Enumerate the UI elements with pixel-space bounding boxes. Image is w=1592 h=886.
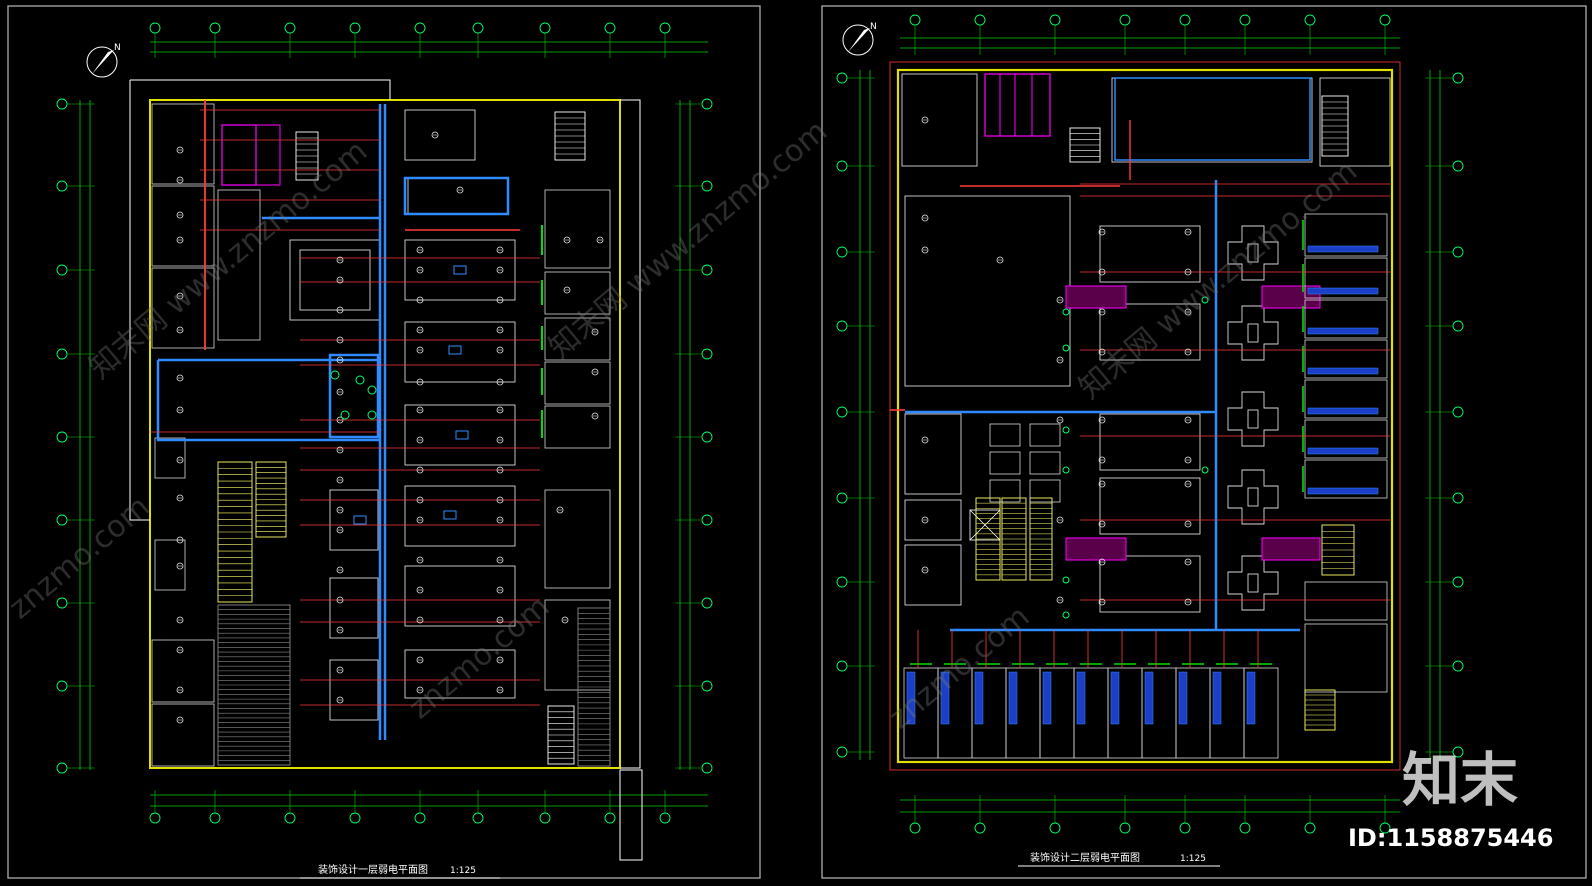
north-label: N	[114, 43, 121, 53]
sheet-scale-second-floor: 1:125	[1180, 854, 1206, 864]
second-floor-devices	[921, 116, 1209, 619]
restroom-fixtures	[984, 73, 1051, 137]
first-floor-axis-bubbles	[56, 22, 713, 824]
second-floor-plan: N	[836, 14, 1464, 867]
cable-trunk	[905, 180, 1300, 632]
sheet-frame-right	[821, 5, 1587, 879]
first-floor-devices	[176, 131, 604, 724]
north-arrow-icon: N	[86, 43, 121, 78]
conduit-runs	[150, 100, 540, 706]
second-floor-offices	[1302, 213, 1388, 693]
cable-trunk	[156, 104, 510, 740]
first-floor-plan: N	[56, 22, 713, 879]
sheet-scale-first-floor: 1:125	[450, 866, 476, 876]
second-floor-bottom-offices	[903, 663, 1279, 759]
sheet-title-first-floor: 装饰设计一层弱电平面图	[318, 863, 428, 876]
first-floor-stairs	[217, 111, 611, 767]
sheet-title-second-floor: 装饰设计二层弱电平面图	[1030, 851, 1140, 864]
watermark-brand-logo: 知末	[1402, 746, 1518, 814]
north-arrow-icon: N	[842, 22, 877, 56]
restroom-fixtures	[221, 124, 257, 186]
watermark-text: 知末网 www.znzmo.com	[543, 114, 834, 366]
conduit-runs	[890, 120, 1390, 668]
watermark: 知末网 www.znzmo.com 知末网 www.znzmo.com 知末网 …	[3, 114, 1364, 736]
second-floor-stairs	[975, 95, 1355, 731]
north-label: N	[870, 22, 877, 32]
watermark-text: znzmo.com	[3, 489, 157, 626]
second-floor-axis-bubbles	[836, 14, 1464, 834]
watermark-text: 知末网 www.znzmo.com	[83, 134, 374, 386]
watermark-id: ID:1158875446	[1348, 824, 1553, 852]
watermark-text: znzmo.com	[403, 589, 557, 726]
